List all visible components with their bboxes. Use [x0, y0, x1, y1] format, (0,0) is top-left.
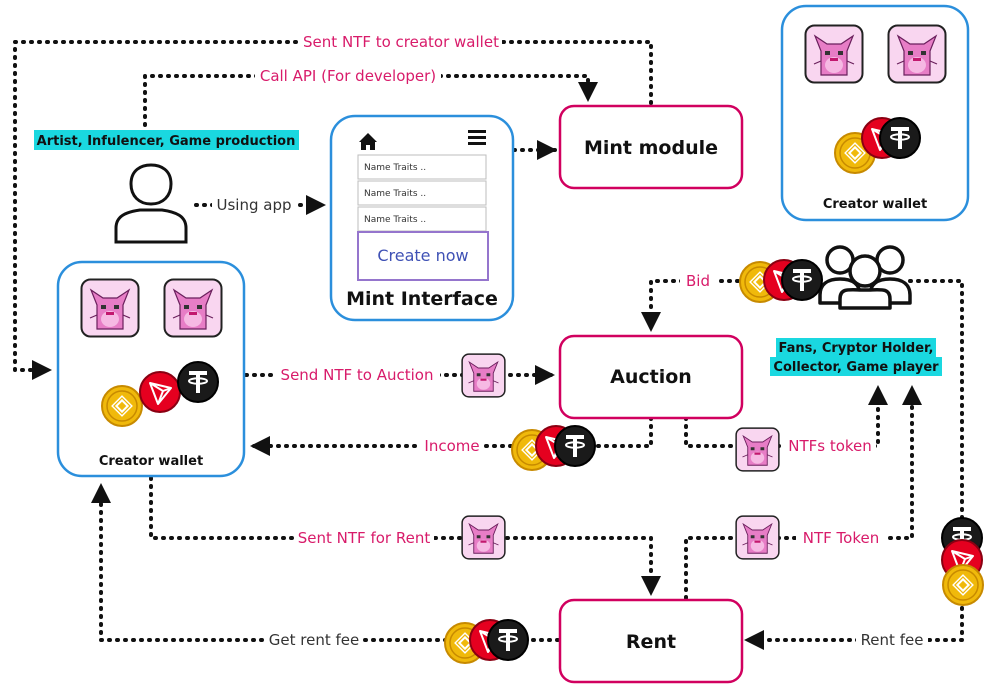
label-income: Income: [424, 437, 479, 455]
label-sent-for-rent: Sent NTF for Rent: [298, 529, 431, 547]
create-now-button[interactable]: Create now: [357, 231, 489, 281]
edge-labels: Sent NTF to creator wallet Call API (For…: [212, 32, 928, 650]
left-creator-wallet: Creator wallet: [56, 260, 246, 478]
auction-box: Auction: [558, 334, 744, 420]
mint-interface-title: Mint Interface: [346, 288, 498, 310]
edge-nfts-token: [684, 385, 888, 448]
mint-module-box: Mint module: [558, 104, 744, 190]
user-icon: [114, 163, 188, 244]
fans-label-line1: Fans, Cryptor Holder,: [779, 341, 934, 356]
nft-icon: [163, 278, 223, 338]
tether-coin-icon: [780, 258, 824, 302]
name-traits-field-3[interactable]: Name Traits ..: [357, 206, 487, 232]
mint-interface: Name Traits .. Name Traits .. Name Trait…: [329, 114, 515, 322]
tether-coin-icon: [553, 424, 597, 468]
auction-title: Auction: [610, 366, 692, 388]
rent-box: Rent: [558, 598, 744, 684]
hamburger-menu-icon[interactable]: [468, 130, 486, 145]
binance-coin-icon: [101, 385, 143, 427]
left-wallet-title: Creator wallet: [99, 454, 203, 469]
svg-text:Create now: Create now: [377, 246, 468, 265]
right-creator-wallet: Creator wallet: [780, 4, 970, 222]
tether-coin-icon: [878, 116, 922, 160]
edge-sent-to-creator: [13, 40, 653, 380]
nft-icon: [80, 278, 140, 338]
label-call-api: Call API (For developer): [260, 67, 436, 85]
rent-title: Rent: [626, 631, 676, 653]
group-icon: [818, 245, 912, 310]
tron-coin-icon: [139, 371, 181, 413]
tether-coin-icon: [486, 618, 530, 662]
label-ntf-token: NTF Token: [803, 529, 879, 547]
label-get-rent-fee: Get rent fee: [269, 631, 359, 649]
nft-icon: [887, 24, 947, 84]
name-traits-field-1[interactable]: Name Traits ..: [357, 154, 487, 180]
nft-icon: [736, 516, 779, 559]
creator-actor: Artist, Infulencer, Game production: [34, 130, 299, 244]
label-using-app: Using app: [217, 196, 292, 214]
nft-icon: [462, 354, 505, 397]
svg-text:Name Traits ..: Name Traits ..: [364, 215, 426, 225]
label-rent-fee: Rent fee: [861, 631, 924, 649]
svg-text:Name Traits ..: Name Traits ..: [364, 189, 426, 199]
edge-ntf-token: [684, 385, 922, 600]
edge-income: [250, 416, 653, 456]
fans-actor: Fans, Cryptor Holder, Collector, Game pl…: [770, 245, 942, 376]
name-traits-field-2[interactable]: Name Traits ..: [357, 180, 487, 206]
edge-get-rent-fee: [91, 483, 560, 642]
nft-icon: [736, 428, 779, 471]
nft-icon: [462, 516, 505, 559]
nft-icon: [804, 24, 864, 84]
edge-rent-fee: [744, 598, 964, 650]
label-sent-to-creator: Sent NTF to creator wallet: [303, 33, 499, 51]
label-send-to-auction: Send NTF to Auction: [281, 366, 434, 384]
label-nfts-token: NTFs token: [788, 437, 872, 455]
mint-module-title: Mint module: [584, 137, 718, 159]
right-wallet-title: Creator wallet: [823, 197, 927, 212]
label-bid: Bid: [686, 272, 710, 290]
svg-text:Name Traits ..: Name Traits ..: [364, 163, 426, 173]
home-icon[interactable]: [359, 133, 377, 150]
binance-coin-icon: [942, 564, 984, 606]
fans-label-line2: Collector, Game player: [773, 360, 939, 375]
tether-coin-icon: [176, 360, 220, 404]
creator-actor-label: Artist, Infulencer, Game production: [37, 134, 296, 149]
